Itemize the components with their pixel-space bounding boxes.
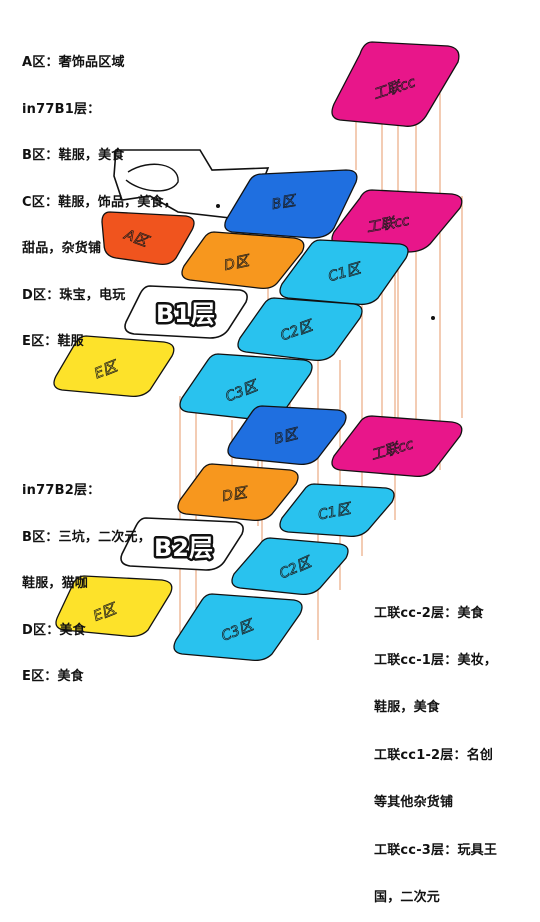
marker-dot [431,316,435,320]
tile-gonglian-b2[interactable] [331,415,463,478]
legend-line: A区：奢饰品区域 [22,55,125,70]
legend-line: B区：鞋服，美食 [22,148,125,163]
tile-d-area-b2[interactable] [177,463,299,522]
tile-c2-area-b1[interactable] [237,297,363,362]
label-c1-area-b2: C1区 [317,501,354,524]
legend-line: C区：鞋服，饰品，美食， [22,194,177,210]
floor-b1-outline [124,285,248,339]
floor-b2-outline [120,517,244,571]
legend-line: B区：三坑，二次元， [22,529,151,545]
legend-line: D区：美食 [22,622,86,638]
tile-b-area-b2[interactable] [227,405,347,466]
label-d-area-b1: D区 [223,253,253,274]
floor-label-b1: B1层 [156,300,215,328]
legend-top: A区：奢饰品区域 in77B1层： B区：鞋服，美食 C区：鞋服，饰品，美食， … [22,24,177,365]
tile-e-area-b2[interactable] [55,575,173,638]
label-b-area-b2: B区 [273,426,302,448]
legend-line: in77B1层： [22,101,101,117]
label-b-area-b1: B区 [271,193,299,213]
legend-line: D区：珠宝，电玩 [22,287,126,303]
area-a-outline [113,149,270,221]
tile-b-area-b1[interactable] [224,169,358,239]
floor-plan-diagram: 工联cc B区 工联cc A区 D区 C1区 B1层 C2区 E区 C3区 B区… [53,41,463,662]
tile-a-area[interactable] [101,211,195,266]
legend-line: 鞋服，猫咖 [22,576,89,591]
tile-c2-area-b2[interactable] [231,537,349,596]
tile-d-area-b1[interactable] [181,231,305,290]
legend-line: E区：美食 [22,669,84,684]
tile-c3-area-b2[interactable] [173,593,303,662]
label-d-area-b2: D区 [221,485,250,505]
legend-line: 工联cc-2层：美食 [374,605,484,621]
marker-dot [216,204,220,208]
legend-line: 甜品，杂货铺 [22,241,102,256]
legend-line: 等其他杂货铺 [374,795,454,811]
legend-gonglian: 工联cc-2层：美食 工联cc-1层：美妆， 鞋服，美食 工联cc1-2层：名创… [374,574,497,922]
floor-label-b2: B2层 [154,534,213,562]
legend-line: 工联cc1-2层：名创 [374,747,494,763]
legend-line: E区：鞋服 [22,334,84,349]
tile-gonglian-top[interactable] [331,41,460,127]
tile-c1-area-b2[interactable] [279,483,395,538]
legend-line: 鞋服，美食 [374,700,441,716]
legend-line: 工联cc-1层：美妆， [374,652,498,668]
marker-dot [436,612,440,616]
legend-line: 国，二次元 [374,889,441,905]
legend-b2: in77B2层： B区：三坑，二次元， 鞋服，猫咖 D区：美食 E区：美食 [22,452,151,700]
area-a-inner-curve [125,163,179,192]
tile-e-area-b1[interactable] [53,335,175,398]
legend-line: 工联cc-3层：玩具王 [374,842,498,858]
legend-line: in77B2层： [22,483,101,498]
